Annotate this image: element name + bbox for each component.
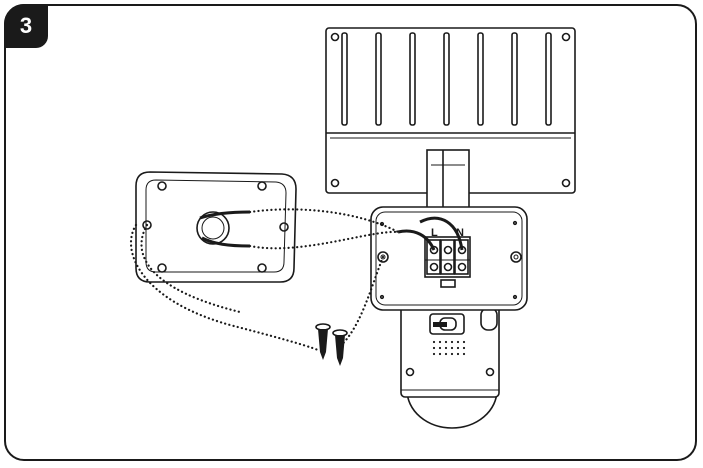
sensor-grille: [432, 340, 466, 356]
adjustment-switch: [429, 313, 465, 335]
screw-left: [315, 323, 331, 360]
terminal-label-neutral: N: [456, 227, 464, 239]
step-badge: 3: [4, 4, 48, 48]
screw-right: [332, 329, 348, 366]
solar-panel-fins: [341, 32, 552, 126]
lamp-body: [400, 304, 500, 429]
panel-stem: [426, 149, 470, 209]
mounting-screws: [315, 323, 348, 366]
wall-mount-plate: [135, 171, 297, 283]
solar-panel: [325, 27, 576, 194]
internal-wires: [397, 216, 464, 251]
alignment-guides: [129, 208, 400, 352]
terminal-label-live: L: [431, 227, 438, 239]
terminal-block: L N: [424, 227, 471, 278]
step-number: 3: [19, 13, 33, 38]
step-frame: [4, 4, 697, 461]
